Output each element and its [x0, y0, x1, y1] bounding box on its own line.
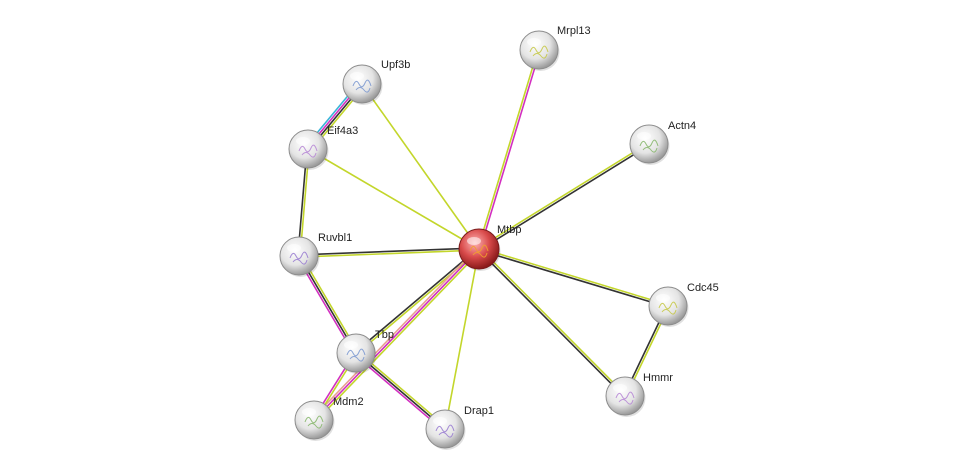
edge-mtbp-cdc45[interactable] — [478, 247, 669, 308]
node-label: Mdm2 — [333, 396, 364, 408]
node-sphere[interactable] — [458, 228, 500, 270]
structure-glyph-icon — [346, 348, 366, 362]
edge-tbp-drap1[interactable] — [354, 350, 447, 432]
node-highlight — [350, 72, 364, 80]
node-label: Eif4a3 — [327, 125, 358, 137]
node-label: Hmmr — [643, 372, 673, 384]
node-ruvbl1[interactable]: Ruvbl1 — [279, 232, 352, 277]
node-highlight — [527, 38, 541, 46]
node-highlight — [296, 137, 310, 145]
node-highlight — [302, 408, 316, 416]
node-sphere[interactable] — [336, 333, 376, 373]
structure-glyph-icon — [529, 45, 549, 59]
edge-mtbp-drap1[interactable] — [444, 248, 480, 430]
node-mrpl13[interactable]: Mrpl13 — [519, 25, 591, 71]
edge-strand-coexpression — [478, 249, 668, 308]
edge-mtbp-eif4a3[interactable] — [307, 148, 480, 250]
structure-glyph-icon — [469, 244, 489, 258]
node-label: Actn4 — [668, 120, 696, 132]
edge-strand-coexpression — [355, 352, 446, 430]
node-label: Ruvbl1 — [318, 232, 352, 244]
edge-mtbp-hmmr[interactable] — [477, 247, 627, 398]
node-label: Drap1 — [464, 405, 494, 417]
node-sphere[interactable] — [288, 129, 328, 169]
node-sphere[interactable] — [648, 286, 688, 326]
edge-strand-text-mining — [315, 249, 482, 423]
node-label: Mtbp — [497, 224, 521, 236]
edge-mtbp-mrpl13[interactable] — [477, 49, 541, 250]
node-highlight — [637, 132, 651, 140]
node-tbp[interactable]: Tbp — [336, 329, 394, 374]
node-label: Tbp — [375, 329, 394, 341]
node-sphere[interactable] — [342, 64, 382, 104]
edge-mtbp-upf3b[interactable] — [361, 83, 480, 250]
node-hmmr[interactable]: Hmmr — [605, 372, 673, 417]
edge-strand-text-mining — [479, 247, 669, 306]
structure-glyph-icon — [658, 301, 678, 315]
edge-strand-coexpression — [477, 249, 625, 398]
node-eif4a3[interactable]: Eif4a3 — [288, 125, 358, 170]
structure-glyph-icon — [352, 79, 372, 93]
structure-glyph-icon — [298, 144, 318, 158]
node-sphere[interactable] — [279, 236, 319, 276]
node-sphere[interactable] — [294, 400, 334, 440]
node-sphere[interactable] — [425, 409, 465, 449]
edge-strand-text-mining — [356, 350, 447, 428]
structure-glyph-icon — [289, 251, 309, 265]
node-label: Cdc45 — [687, 282, 719, 294]
node-actn4[interactable]: Actn4 — [629, 120, 696, 165]
edge-strand-text-mining — [299, 249, 480, 258]
edge-strand-text-mining — [479, 247, 627, 396]
edge-strand-coexpression — [298, 247, 479, 256]
node-cdc45[interactable]: Cdc45 — [648, 282, 719, 327]
node-upf3b[interactable]: Upf3b — [342, 59, 410, 105]
structure-glyph-icon — [639, 139, 659, 153]
structure-glyph-icon — [615, 391, 635, 405]
edge-strand-text-mining — [444, 248, 480, 430]
edge-strand-experiments — [313, 248, 480, 421]
node-highlight — [433, 417, 447, 425]
node-sphere[interactable] — [605, 376, 645, 416]
node-sphere[interactable] — [629, 124, 669, 164]
node-mdm2[interactable]: Mdm2 — [294, 396, 364, 441]
node-highlight — [656, 294, 670, 302]
edge-mtbp-ruvbl1[interactable] — [298, 247, 480, 258]
node-label: Upf3b — [381, 59, 410, 71]
node-drap1[interactable]: Drap1 — [425, 405, 494, 450]
edge-strand-experiments — [479, 50, 541, 250]
node-label: Mrpl13 — [557, 25, 591, 37]
edge-mtbp-actn4[interactable] — [478, 142, 650, 251]
edge-strand-coexpression — [479, 144, 650, 251]
edge-strand-experiments — [354, 354, 445, 432]
edge-strand-coexpression — [354, 247, 479, 353]
node-highlight — [467, 237, 481, 245]
structure-glyph-icon — [304, 415, 324, 429]
node-highlight — [287, 244, 301, 252]
edge-strand-text-mining — [477, 49, 539, 249]
edge-strand-text-mining — [307, 148, 480, 250]
edge-strand-cooccurrence — [311, 246, 478, 420]
structure-glyph-icon — [435, 424, 455, 438]
node-highlight — [344, 341, 358, 349]
node-highlight — [613, 384, 627, 392]
edge-mtbp-mdm2[interactable] — [311, 246, 482, 423]
node-mtbp[interactable]: Mtbp — [458, 224, 521, 271]
edge-strand-text-mining — [361, 83, 480, 250]
node-sphere[interactable] — [519, 30, 559, 70]
edge-strand-text-mining — [478, 142, 649, 249]
